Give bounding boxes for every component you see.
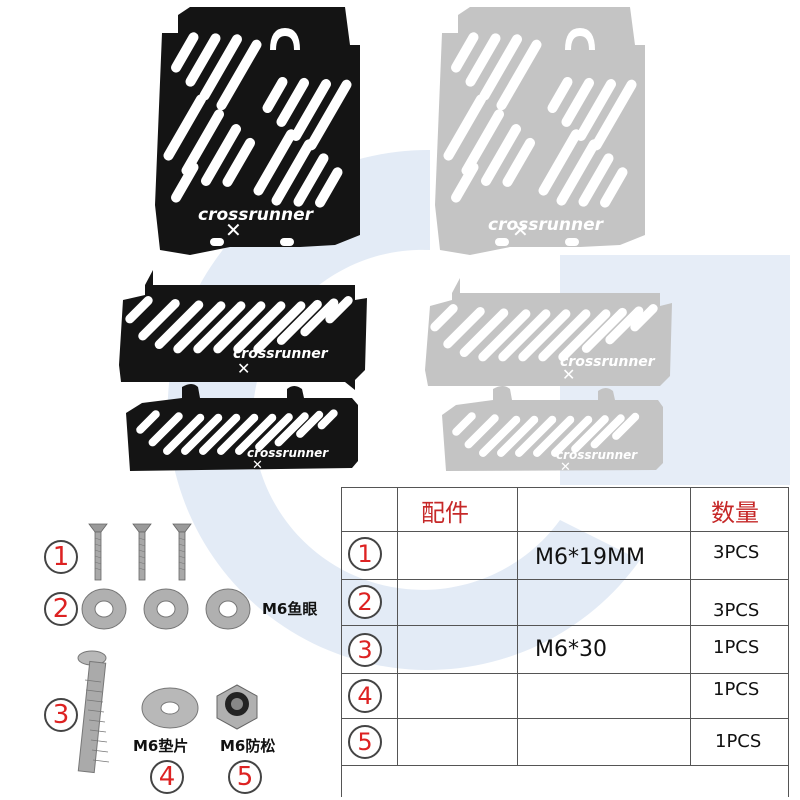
x-logo-icon: ✕	[560, 460, 571, 475]
x-logo-icon: ✕	[512, 218, 529, 242]
row-5-number: 5	[348, 725, 382, 759]
radiator-guard-silver-large: crossrunner ✕	[435, 7, 645, 255]
part-number-3: 3	[44, 698, 78, 732]
row-1-spec: M6*19MM	[535, 545, 645, 570]
header-part: 配件	[421, 499, 469, 527]
brand-logo-text: crossrunner	[247, 446, 329, 460]
row-5-qty: 1PCS	[715, 731, 762, 752]
lock-nut-icon	[216, 684, 258, 730]
x-logo-icon: ✕	[562, 365, 575, 384]
oil-cooler-guard-silver: crossrunner ✕	[425, 278, 672, 386]
fish-eye-washer-label: M6鱼眼	[262, 600, 318, 618]
long-bolt-icon	[77, 650, 110, 774]
flat-washer-label: M6垫片	[133, 737, 189, 755]
brand-logo-text: crossrunner	[556, 448, 638, 462]
row-3-number: 3	[348, 633, 382, 667]
small-guard-silver: crossrunner ✕	[442, 386, 663, 475]
part-number-1: 1	[44, 540, 78, 574]
part-number-4: 4	[150, 760, 184, 794]
oil-cooler-guard-black: crossrunner ✕	[119, 270, 367, 390]
brand-logo-text: crossrunner	[488, 215, 605, 235]
fish-eye-washer-icon	[81, 588, 251, 630]
lock-nut-label: M6防松	[220, 737, 276, 755]
part-number-2: 2	[44, 592, 78, 626]
x-logo-icon: ✕	[225, 218, 242, 242]
x-logo-icon: ✕	[237, 359, 250, 378]
brand-logo-text: crossrunner	[198, 205, 315, 225]
row-3-spec: M6*30	[535, 637, 607, 662]
row-3-qty: 1PCS	[713, 637, 760, 658]
small-guard-black: crossrunner ✕	[126, 384, 358, 473]
parts-table: 配件 数量 1 M6*19MM 3PCS 2 3PCS 3 M6*30 1PCS…	[341, 487, 789, 797]
row-4-qty: 1PCS	[713, 679, 760, 700]
row-2-qty: 3PCS	[713, 600, 760, 621]
row-1-number: 1	[348, 537, 382, 571]
countersunk-screw-icon	[88, 523, 192, 581]
row-2-number: 2	[348, 585, 382, 619]
flat-washer-icon	[141, 687, 199, 729]
brand-logo-text: crossrunner	[560, 354, 656, 370]
row-1-qty: 3PCS	[713, 542, 760, 563]
x-logo-icon: ✕	[252, 458, 263, 473]
part-number-5: 5	[228, 760, 262, 794]
header-quantity: 数量	[711, 499, 759, 527]
row-4-number: 4	[348, 679, 382, 713]
radiator-guard-black-large: crossrunner ✕	[155, 7, 360, 255]
brand-logo-text: crossrunner	[233, 346, 329, 362]
